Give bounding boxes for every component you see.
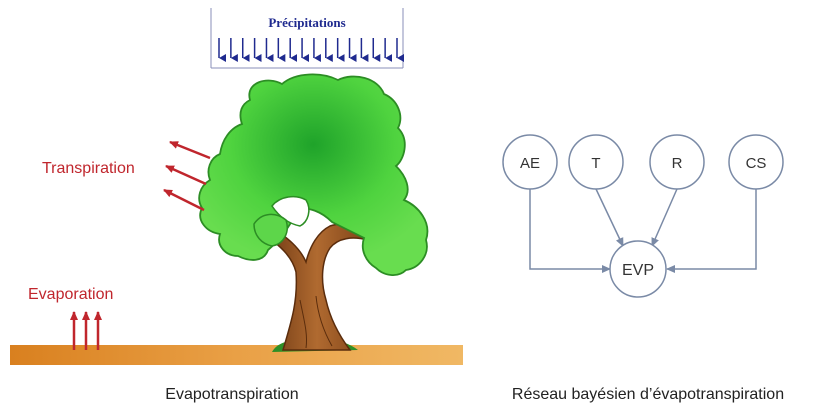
left-caption: Evapotranspiration	[165, 386, 298, 403]
precipitation-box: Précipitations	[210, 8, 404, 69]
node-cs: CS	[728, 134, 784, 190]
precipitation-label: Précipitations	[268, 15, 345, 30]
left-panel: Précipitations Transpiration	[10, 8, 463, 403]
node-r-label: R	[672, 155, 683, 172]
precipitation-arrows	[218, 38, 404, 62]
evaporation-label: Evaporation	[28, 286, 113, 303]
ground	[10, 345, 463, 365]
node-r: R	[649, 134, 705, 190]
node-t: T	[568, 134, 624, 190]
bayesian-network: AE T R CS EVP Réseau bayésien d’évapotra…	[502, 134, 784, 403]
node-cs-label: CS	[746, 155, 767, 172]
node-t-label: T	[591, 155, 600, 172]
edge-r-evp	[651, 188, 678, 247]
evaporation-arrows	[70, 311, 102, 350]
node-ae: AE	[502, 134, 558, 190]
transpiration-arrows	[163, 140, 211, 212]
edge-cs-evp	[666, 189, 757, 273]
edge-ae-evp	[529, 189, 611, 273]
node-evp: EVP	[609, 240, 667, 298]
tree-illustration	[198, 73, 429, 352]
node-evp-label: EVP	[622, 262, 654, 279]
edge-t-evp	[595, 188, 624, 247]
node-ae-label: AE	[520, 155, 540, 172]
right-caption: Réseau bayésien d’évapotranspiration	[512, 386, 784, 403]
transpiration-label: Transpiration	[42, 160, 135, 177]
tree-trunk	[260, 223, 374, 351]
